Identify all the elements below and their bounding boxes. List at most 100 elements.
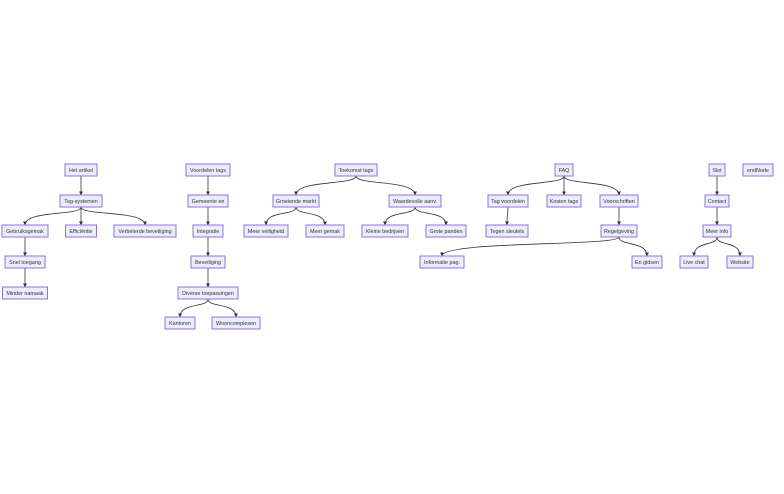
- node-meer-info: Meer info: [702, 224, 732, 238]
- edge-diverse-to-kantoren: [178, 298, 209, 318]
- node-box: [272, 194, 320, 208]
- node-label: Kleine bedrijven: [366, 229, 404, 235]
- node-label: endNode: [747, 168, 769, 174]
- node-label: Efficiëntie: [69, 229, 92, 235]
- node-box: [679, 255, 709, 269]
- node-kantoren: Kantoren: [164, 316, 196, 330]
- edge-waardevol-to-grote: [414, 206, 448, 226]
- edge-waardevol-to-kleine: [383, 206, 416, 226]
- node-label: Gebruiksgemak: [6, 229, 44, 235]
- node-box: [361, 224, 409, 238]
- node-label: Kantoren: [169, 321, 191, 327]
- edge-regel-to-informatie: [440, 236, 620, 257]
- node-box: [59, 194, 103, 208]
- node-regelgeving: Regelgeving: [600, 224, 638, 238]
- node-label: Gemeente en: [192, 199, 225, 205]
- node-website: Website: [726, 255, 754, 269]
- edge-faq-to-tagvoord: [506, 175, 565, 196]
- node-box: [192, 224, 224, 238]
- node-live-chat: Live chat: [679, 255, 709, 269]
- node-box: [187, 194, 229, 208]
- node-en-gidsen: En gidsen: [631, 255, 663, 269]
- node-label: Het artikel: [69, 168, 93, 174]
- node-box: [305, 224, 345, 238]
- node-box: [425, 224, 467, 238]
- node-label: Beveiliging: [195, 260, 221, 266]
- node-label: Diverse toepassingen: [182, 291, 234, 297]
- node-box: [704, 194, 730, 208]
- node-label: Meer veiligheid: [248, 229, 284, 235]
- node-label: Website: [730, 260, 749, 266]
- node-label: Meer gemak: [310, 229, 340, 235]
- node-label: Informatie pag.: [424, 260, 460, 266]
- edge-toekomst-to-waardevol: [355, 175, 417, 196]
- node-box: [1, 224, 49, 238]
- node-box: [4, 255, 46, 269]
- node-box: [334, 163, 378, 177]
- node-wooncomplexen: Wooncomplexen: [211, 316, 261, 330]
- node-label: Regelgeving: [604, 229, 634, 235]
- node-meer-gemak: Meer gemak: [305, 224, 345, 238]
- edge-regel-to-engidsen: [618, 236, 649, 257]
- node-box: [487, 194, 529, 208]
- node-meer-veiligheid: Meer veiligheid: [243, 224, 289, 238]
- node-label: Waardevolle aanv.: [393, 199, 437, 205]
- node-box: [485, 224, 529, 238]
- node-box: [65, 224, 97, 238]
- node-kleine-bedrijven: Kleine bedrijven: [361, 224, 409, 238]
- node-effici-ntie: Efficiëntie: [65, 224, 97, 238]
- node-box: [190, 255, 226, 269]
- node-faq: FAQ: [554, 163, 574, 177]
- edge-faq-to-voorschr: [563, 175, 621, 196]
- node-label: Verbeterde beveiliging: [118, 229, 171, 235]
- node-gebruiksgemak: Gebruiksgemak: [1, 224, 49, 238]
- node-beveiliging: Beveiliging: [190, 255, 226, 269]
- node-box: [211, 316, 261, 330]
- node-box: [2, 286, 48, 300]
- node-endnode: endNode: [742, 163, 774, 177]
- node-label: Grote panden: [430, 229, 463, 235]
- node-box: [388, 194, 442, 208]
- node-label: Snel toegang: [9, 260, 41, 266]
- node-groeiende-markt: Groeiende markt: [272, 194, 320, 208]
- node-box: [164, 316, 196, 330]
- node-grote-panden: Grote panden: [425, 224, 467, 238]
- node-het-artikel: Het artikel: [64, 163, 98, 177]
- node-label: Minder namaak: [6, 291, 43, 297]
- edge-toekomst-to-groeiende: [294, 175, 357, 196]
- node-box: [64, 163, 98, 177]
- node-box: [113, 224, 177, 238]
- node-tag-systemen: Tag-systemen: [59, 194, 103, 208]
- node-label: Voordelen tags: [190, 168, 226, 174]
- node-tegen-sleutels: Tegen sleutels: [485, 224, 529, 238]
- edges-layer: [23, 175, 742, 318]
- node-label: Groeiende markt: [276, 199, 317, 205]
- node-gemeente-en: Gemeente en: [187, 194, 229, 208]
- node-label: Voorschriften: [603, 199, 634, 205]
- node-tag-voordelen: Tag voordelen: [487, 194, 529, 208]
- edge-tagvoord-to-tegen: [505, 206, 510, 226]
- node-label: Slot: [712, 168, 722, 174]
- node-kosten-tags: Kosten tags: [546, 194, 582, 208]
- node-slot: Slot: [708, 163, 726, 177]
- node-contact: Contact: [704, 194, 730, 208]
- node-label: Integratie: [197, 229, 219, 235]
- edge-tagsys-to-gebruik: [23, 206, 82, 226]
- node-box: [726, 255, 754, 269]
- node-diverse-toepassingen: Diverse toepassingen: [177, 286, 239, 300]
- node-label: Toekomst tags: [339, 168, 374, 174]
- node-box: [742, 163, 774, 177]
- edge-tagsys-to-verbeter: [80, 206, 147, 226]
- node-toekomst-tags: Toekomst tags: [334, 163, 378, 177]
- node-snel-toegang: Snel toegang: [4, 255, 46, 269]
- node-box: [419, 255, 465, 269]
- node-box: [177, 286, 239, 300]
- node-box: [546, 194, 582, 208]
- node-label: Kosten tags: [550, 199, 579, 205]
- node-label: FAQ: [559, 168, 570, 174]
- node-label: Meer info: [706, 229, 728, 235]
- edge-groeiende-to-meergemak: [295, 206, 327, 226]
- node-verbeterde-beveiliging: Verbeterde beveiliging: [113, 224, 177, 238]
